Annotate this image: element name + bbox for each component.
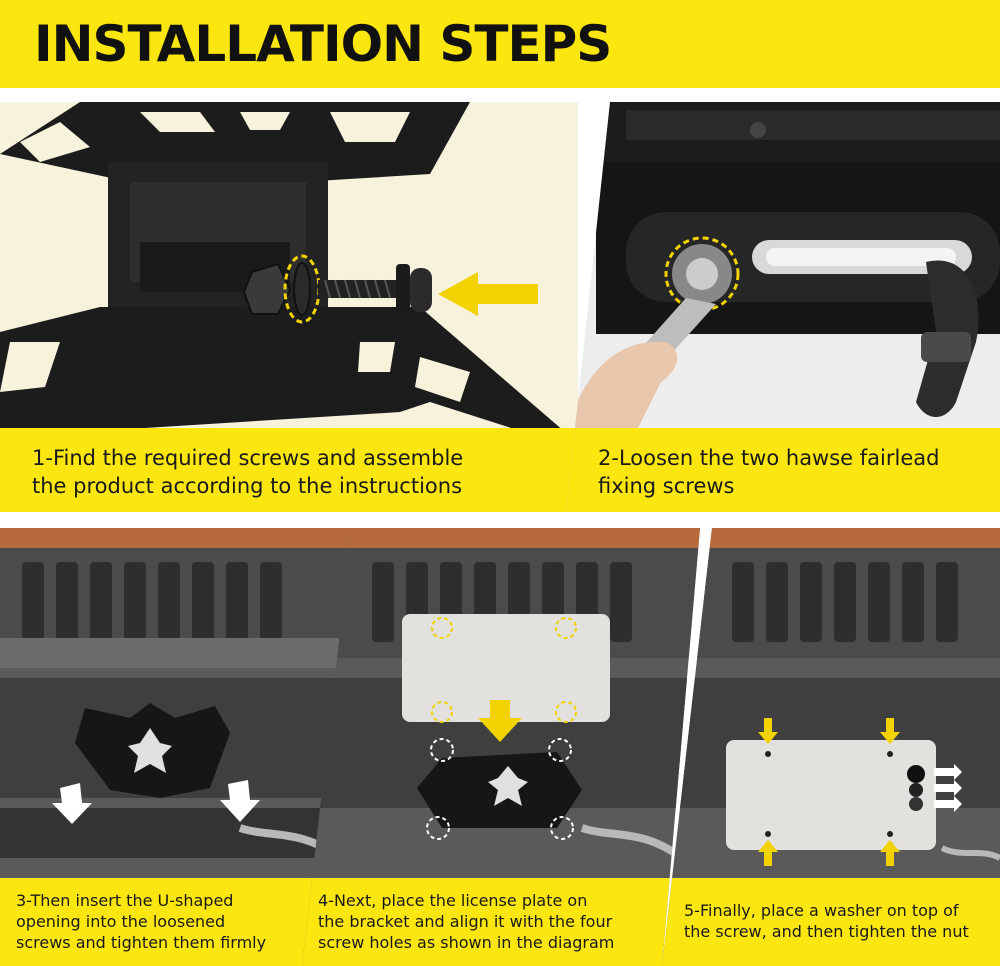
step-4-line-3: screw holes as shown in the diagram (318, 933, 615, 952)
step-2-panel: 2-Loosen the two hawse fairlead fixing s… (566, 102, 1000, 512)
step-2-line-1: 2-Loosen the two hawse fairlead (598, 446, 940, 470)
page-title: INSTALLATION STEPS (34, 15, 612, 73)
step-3-line-3: screws and tighten them firmly (16, 933, 267, 952)
step-4-line-1: 4-Next, place the license plate on (318, 891, 588, 910)
step-3-illustration (0, 528, 352, 862)
step-1-illustration (0, 102, 565, 434)
step-4-panel: 4-Next, place the license plate on the b… (302, 528, 700, 966)
step-5-line-1: 5-Finally, place a washer on top of (684, 901, 959, 920)
step-3-caption: 3-Then insert the U-shaped opening into … (0, 878, 352, 966)
step-4-line-2: the bracket and align it with the four (318, 912, 613, 931)
step-1-caption: 1-Find the required screws and assemble … (0, 428, 578, 512)
header-banner: INSTALLATION STEPS (0, 0, 1000, 88)
step-2-caption: 2-Loosen the two hawse fairlead fixing s… (566, 428, 1000, 512)
step-5-panel: 5-Finally, place a washer on top of the … (662, 528, 1000, 966)
step-3-line-2: opening into the loosened (16, 912, 226, 931)
step-2-line-2: fixing screws (598, 474, 735, 498)
step-4-caption: 4-Next, place the license plate on the b… (302, 878, 700, 966)
step-1-line-1: 1-Find the required screws and assemble (32, 446, 464, 470)
step-4-illustration (302, 528, 700, 862)
step-3-line-1: 3-Then insert the U-shaped (16, 891, 234, 910)
step-1-line-2: the product according to the instruction… (32, 474, 463, 498)
step-1-panel: 1-Find the required screws and assemble … (0, 102, 578, 512)
step-5-caption: 5-Finally, place a washer on top of the … (662, 878, 1000, 966)
step-3-panel: 3-Then insert the U-shaped opening into … (0, 528, 352, 966)
step-5-line-2: the screw, and then tighten the nut (684, 922, 969, 941)
step-5-illustration (662, 528, 1000, 866)
step-2-illustration (566, 102, 1000, 512)
